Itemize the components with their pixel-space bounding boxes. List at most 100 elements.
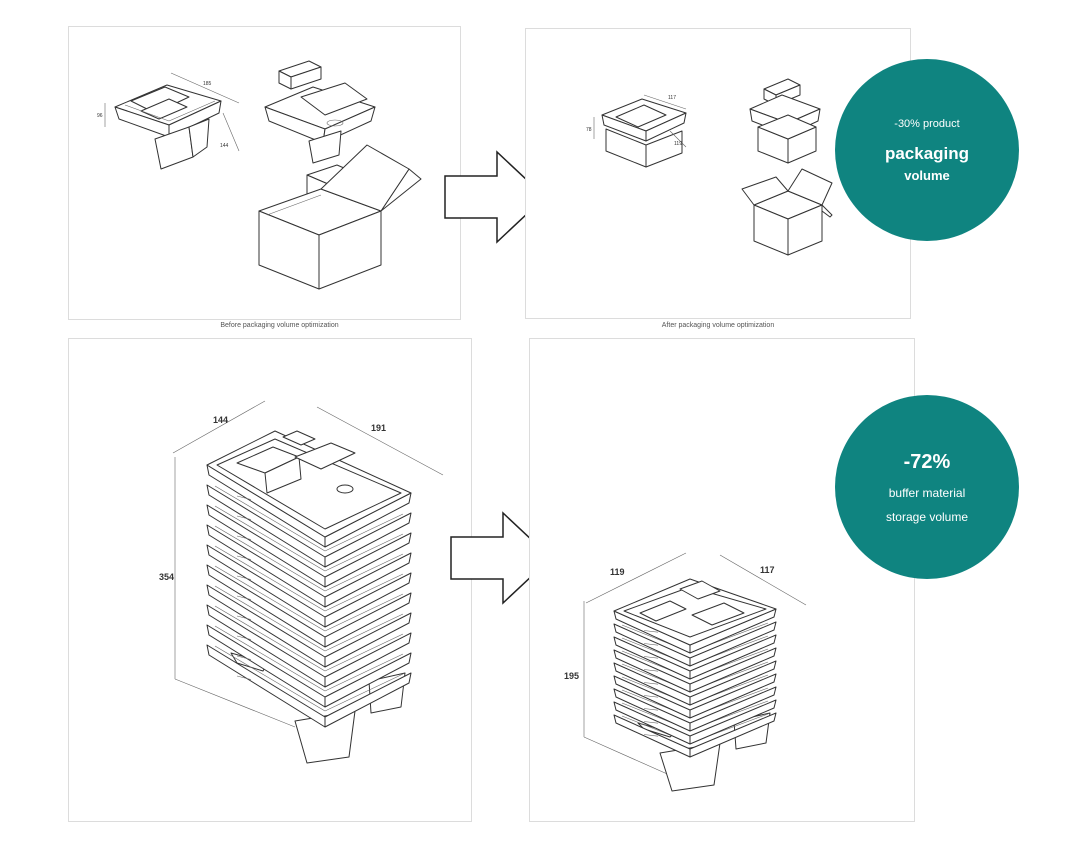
- tray-rim: [324, 672, 412, 728]
- tray-slot: [643, 630, 659, 633]
- tray-slot: [236, 615, 252, 620]
- compact-tray-with-insert: [749, 94, 821, 164]
- tray-slot: [236, 535, 252, 540]
- tray-inner-edge: [214, 645, 326, 712]
- tray-rim: [324, 612, 412, 668]
- badge-buffer-line3: storage volume: [885, 509, 969, 524]
- compact-tray: [601, 98, 687, 168]
- device-module: [278, 60, 322, 90]
- tray-insert: [679, 580, 721, 600]
- tray-slot: [236, 595, 252, 600]
- badge-packaging-line1: -30% product: [894, 117, 960, 130]
- tray-inner-edge: [214, 525, 326, 592]
- tray-inner-edge: [214, 545, 326, 612]
- tray-insert: [282, 430, 316, 446]
- tray-rim: [689, 660, 777, 706]
- big-open-box: [258, 144, 422, 290]
- tray-inner-edge: [324, 613, 404, 652]
- tray-inner-edge: [214, 625, 326, 692]
- dim-after-height: 78: [586, 127, 592, 133]
- tray-insert: [639, 600, 687, 622]
- dim-stack-depth: 191: [371, 423, 386, 433]
- tray-inner-edge: [324, 533, 404, 572]
- dim-small-width: 119: [610, 567, 625, 577]
- tray-rim: [324, 532, 412, 588]
- tray-rim: [689, 647, 777, 693]
- dim-after-width: 119: [674, 141, 682, 147]
- tray-rim: [324, 552, 412, 608]
- after-packaging-drawing: 117 78 119: [586, 78, 833, 256]
- tray-inner-edge: [324, 673, 404, 712]
- tray-slot: [643, 669, 659, 672]
- dim-before-height: 96: [97, 113, 103, 119]
- tray-with-device: [114, 84, 222, 170]
- tray-rim: [324, 592, 412, 648]
- tray-inner-edge: [324, 593, 404, 632]
- dim-after-length: 117: [668, 95, 676, 101]
- after-stack-panel: 119 117 195: [529, 338, 915, 822]
- tray-slot: [236, 495, 252, 500]
- dim-stack-width: 144: [213, 415, 228, 425]
- tray-slot: [236, 635, 252, 640]
- tray-slot: [236, 675, 252, 680]
- tray-inner-edge: [214, 585, 326, 652]
- dim-before-length: 185: [203, 81, 212, 87]
- tray-rim: [689, 673, 777, 719]
- badge-packaging-line3: volume: [904, 167, 950, 183]
- before-packaging-drawing: 185 96 144: [97, 60, 422, 290]
- arrow-right-icon: [444, 150, 547, 244]
- tray-slot: [643, 721, 659, 724]
- before-packaging-panel: 185 96 144: [68, 26, 461, 320]
- packaging-volume-badge: -30% product packaging volume: [835, 59, 1019, 241]
- tray-inner-edge: [324, 513, 404, 552]
- buffer-storage-badge: -72% buffer material storage volume: [835, 395, 1019, 579]
- top-tray-inner: [623, 586, 767, 638]
- dim-before-width: 144: [220, 143, 229, 149]
- tray-with-insert: [264, 82, 376, 164]
- tray-slot: [643, 708, 659, 711]
- tray-slot: [643, 682, 659, 685]
- dim-small-height: 195: [564, 671, 579, 681]
- tray-hole: [336, 484, 354, 494]
- before-stack-panel: 144 191 354: [68, 338, 472, 822]
- badge-packaging-line2: packaging: [884, 143, 970, 163]
- dim-small-depth: 117: [760, 565, 775, 575]
- after-caption: After packaging volume optimization: [661, 322, 775, 329]
- tray-rim: [689, 699, 777, 745]
- tray-slot: [236, 555, 252, 560]
- tray-inner-edge: [214, 485, 326, 552]
- tray-inner-edge: [324, 573, 404, 612]
- tray-slot: [643, 656, 659, 659]
- tray-rim: [324, 632, 412, 688]
- tray-rim: [689, 621, 777, 667]
- tray-rim: [324, 572, 412, 628]
- arrow-right-icon: [450, 511, 553, 605]
- tray-rim: [689, 712, 777, 758]
- tray-inner-edge: [214, 605, 326, 672]
- tray-insert: [264, 456, 302, 494]
- compact-open-box: [741, 168, 833, 256]
- tray-rim: [324, 652, 412, 708]
- tray-slot: [643, 643, 659, 646]
- tray-inner-edge: [324, 553, 404, 592]
- dim-stack-height: 354: [159, 572, 174, 582]
- tray-rim: [324, 512, 412, 568]
- tray-slot: [236, 655, 252, 660]
- badge-buffer-line2: buffer material: [888, 485, 966, 500]
- tray-inner-edge: [214, 565, 326, 632]
- tray-slot: [236, 575, 252, 580]
- after-stack-drawing: 119 117 195: [564, 552, 807, 792]
- tray-rim: [689, 686, 777, 732]
- tray-slot: [643, 734, 659, 737]
- tray-insert: [294, 442, 356, 470]
- tray-inner-edge: [214, 505, 326, 572]
- before-caption: Before packaging volume optimization: [220, 322, 339, 329]
- tray-inner-edge: [324, 653, 404, 692]
- tray-slot: [643, 695, 659, 698]
- badge-buffer-line1: -72%: [903, 450, 951, 473]
- tray-insert: [691, 602, 745, 626]
- tray-rim: [689, 634, 777, 680]
- before-stack-drawing: 144 191 354: [159, 400, 444, 764]
- tray-slot: [236, 515, 252, 520]
- tray-inner-edge: [324, 633, 404, 672]
